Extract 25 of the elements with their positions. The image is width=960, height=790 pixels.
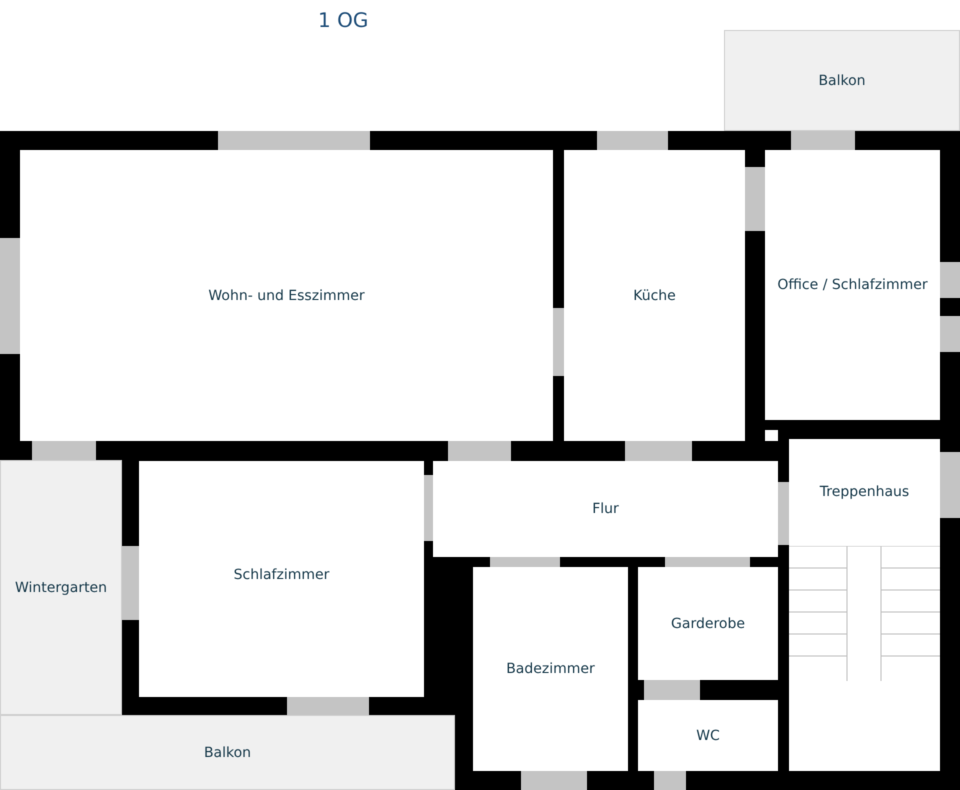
room [638,700,778,771]
room-label: Office / Schlafzimmer [777,277,928,293]
outdoor-area [724,30,960,131]
room [638,567,778,680]
room-label: Küche [633,288,676,304]
floor-title: 1 OG [318,8,368,32]
room-label: Balkon [818,72,866,88]
room [765,150,940,420]
room [789,439,940,771]
room-label: Treppenhaus [820,484,910,500]
room [473,567,628,771]
room [564,150,745,441]
room-label: Wohn- und Esszimmer [208,288,365,304]
room-label: Wintergarten [14,580,108,596]
room-label: Schlafzimmer [234,567,330,583]
room [20,150,553,441]
room [139,461,424,697]
room-label: Flur [592,501,619,517]
room [433,461,778,557]
room-label: WC [696,728,720,744]
room-label: Garderobe [671,616,745,632]
room-label: Badezimmer [506,661,595,677]
outdoor-area [0,460,122,715]
outdoor-area [0,715,455,790]
room-label: Balkon [204,744,252,760]
